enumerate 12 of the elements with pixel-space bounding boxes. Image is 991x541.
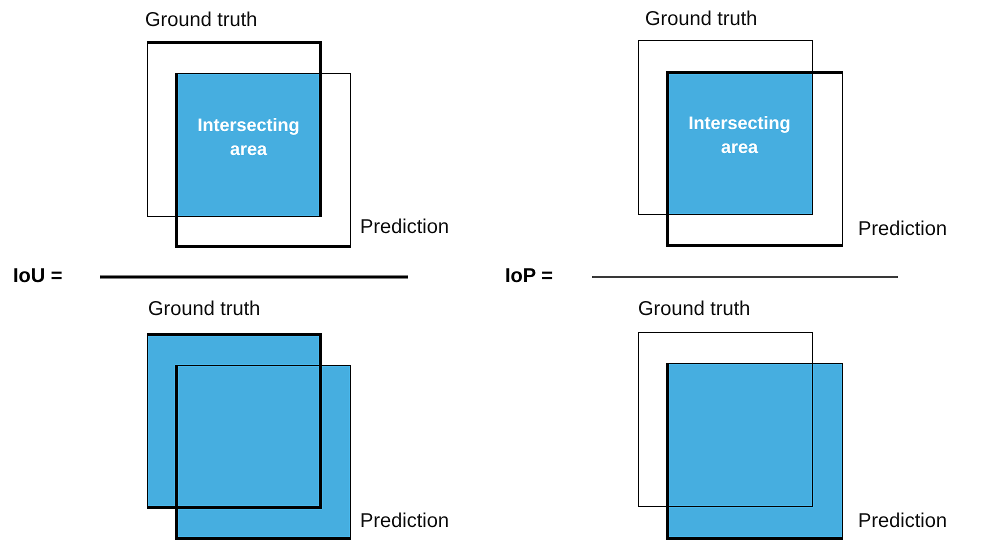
- box-label: Prediction: [360, 510, 449, 532]
- box-label: Ground truth: [638, 298, 750, 320]
- box-label: Ground truth: [148, 298, 260, 320]
- area-label: Intersecting area: [196, 114, 301, 161]
- box-label: Ground truth: [645, 8, 758, 30]
- box-label: Prediction: [858, 510, 947, 532]
- formula-label: IoP =: [505, 265, 553, 287]
- box-label: Prediction: [858, 218, 947, 240]
- box-label: Prediction: [360, 216, 449, 238]
- box-label: Ground truth: [145, 9, 258, 31]
- formula-label: IoU =: [13, 265, 62, 287]
- area-label: Intersecting area: [687, 112, 792, 159]
